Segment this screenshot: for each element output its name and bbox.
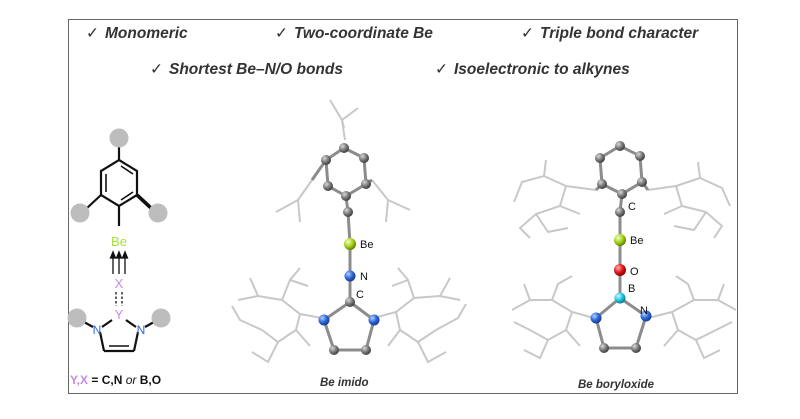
checkmark-icon: ✓: [521, 25, 534, 42]
checkmark-icon: ✓: [275, 25, 288, 42]
carbon-atom: [637, 177, 647, 187]
nitrogen-atom: [590, 312, 602, 324]
feature-two-coordinate: ✓Two-coordinate Be: [275, 25, 433, 42]
nitrogen-atom: [368, 314, 380, 326]
carbon-atom: [323, 181, 333, 191]
checkmark-icon: ✓: [435, 61, 448, 78]
checkmark-icon: ✓: [150, 61, 163, 78]
imido-atoms: [318, 143, 380, 355]
carbon-atom: [615, 207, 625, 217]
y-label: Y: [115, 307, 124, 322]
boryloxide-o-label: O: [630, 266, 639, 278]
caption-be-imido: Be imido: [320, 377, 369, 389]
nitrogen-atom: [344, 270, 356, 282]
carbon-atom: [599, 343, 609, 353]
boryloxide-bonds: [594, 144, 650, 350]
carbon-atom: [631, 343, 641, 353]
feature-shortest-bonds: ✓Shortest Be–N/O bonds: [150, 61, 343, 78]
carbon-atom: [361, 345, 371, 355]
carbon-atom: [361, 179, 371, 189]
carbon-atom: [345, 297, 355, 307]
substituent-blob: [67, 308, 87, 328]
generic-scheme: Be X Y N N: [67, 128, 171, 353]
imido-be-label: Be: [360, 239, 373, 251]
be-boryloxide-structure: C Be O B N: [511, 141, 737, 360]
x-label: X: [115, 276, 124, 291]
carbon-atom: [341, 191, 351, 201]
figure-frame: [68, 19, 738, 394]
aryl-ring: [86, 145, 153, 226]
be-imido-structure: Be N C: [231, 99, 467, 364]
substituent-blob: [151, 308, 171, 328]
imido-wireframe: [231, 99, 467, 364]
feature-triple-bond: ✓Triple bond character: [521, 25, 699, 42]
n-left-label: N: [93, 323, 102, 337]
boryloxide-be-label: Be: [630, 235, 643, 247]
nhc-ring: [83, 319, 155, 353]
boron-atom: [614, 292, 626, 304]
methyl-blob: [109, 128, 129, 148]
carbon-atom: [359, 153, 369, 163]
carbon-atom: [343, 207, 353, 217]
carbon-atom: [597, 179, 607, 189]
oxygen-atom: [614, 264, 626, 276]
carbon-atom: [329, 345, 339, 355]
imido-n-label: N: [360, 271, 368, 283]
n-right-label: N: [137, 323, 146, 337]
carbon-atom: [615, 141, 625, 151]
boryloxide-b-label: B: [628, 283, 635, 295]
carbon-atom: [635, 151, 645, 161]
caption-be-boryloxide: Be boryloxide: [578, 379, 655, 391]
methyl-blob: [148, 203, 168, 223]
carbon-atom: [617, 189, 627, 199]
boryloxide-c-label: C: [628, 201, 636, 213]
xy-bond: [115, 292, 123, 306]
boryloxide-atoms: [590, 141, 652, 353]
carbon-atom: [339, 143, 349, 153]
carbon-atom: [321, 155, 331, 165]
yx-definition-caption: Y,X = C,N or B,O: [70, 373, 162, 387]
checkmark-icon: ✓: [86, 25, 99, 42]
nitrogen-atom: [318, 314, 330, 326]
be-label: Be: [111, 234, 127, 249]
boryloxide-wireframe: [511, 159, 737, 360]
feature-isoelectronic: ✓Isoelectronic to alkynes: [435, 61, 630, 78]
boryloxide-n-label: N: [640, 305, 648, 317]
carbon-atom: [595, 153, 605, 163]
nitrogen-atom: [640, 310, 652, 322]
dative-triple-bond: [109, 250, 129, 274]
methyl-blob: [70, 203, 90, 223]
beryllium-atom: [344, 238, 356, 250]
imido-c-label: C: [356, 289, 364, 301]
beryllium-atom: [614, 234, 626, 246]
feature-monomeric: ✓Monomeric: [86, 25, 188, 42]
